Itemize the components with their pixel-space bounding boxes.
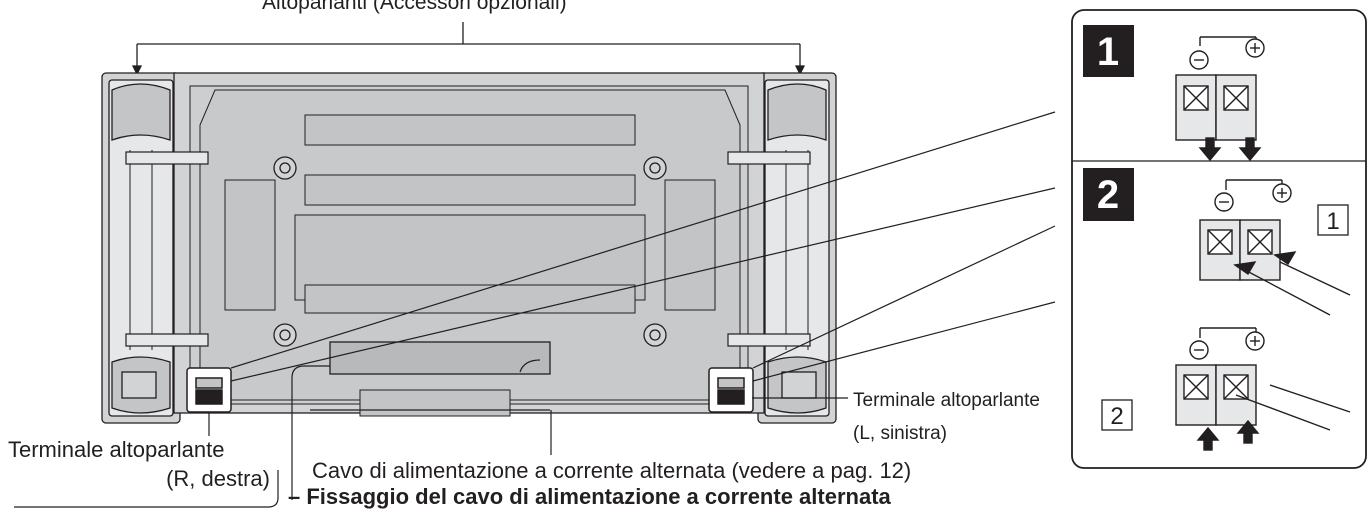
sub-label-2-box	[1101, 399, 1133, 431]
terminal-right-label: Terminale altoparlante	[8, 437, 225, 462]
instruction-inset: 1 2 1 2	[1071, 9, 1367, 469]
step-1-number: 1	[1097, 30, 1119, 74]
leader-lines	[14, 359, 848, 508]
terminal-right-sublabel: (R, destra)	[166, 466, 270, 491]
mount-brackets	[125, 151, 811, 347]
sub-label-1: 1	[1326, 208, 1339, 235]
terminal-right	[186, 367, 232, 413]
ac-cable-label: Cavo di alimentazione a corrente alterna…	[312, 458, 912, 483]
speakers-label: Altoparlanti (Accessori opzionali)	[262, 0, 567, 14]
step-1-badge	[1083, 25, 1134, 77]
step-2-terminal-release	[1175, 327, 1351, 451]
terminal-left	[708, 367, 754, 413]
zoom-lines	[230, 111, 1056, 382]
step-2-number: 2	[1097, 173, 1119, 217]
step-1-terminal	[1175, 36, 1265, 162]
step-2-terminal-insert	[1199, 179, 1351, 316]
step-2-badge	[1083, 168, 1134, 221]
ac-cable-fix-label: – Fissaggio del cavo di alimentazione a …	[288, 484, 891, 509]
terminal-left-label: Terminale altoparlante	[853, 390, 1040, 411]
terminal-left-sublabel: (L, sinistra)	[853, 423, 947, 444]
sub-label-1-box	[1317, 204, 1349, 236]
speakers-bracket	[131, 22, 806, 76]
left-speaker	[101, 72, 181, 424]
sub-label-2: 2	[1110, 403, 1123, 430]
display-rear-panel	[173, 72, 765, 417]
